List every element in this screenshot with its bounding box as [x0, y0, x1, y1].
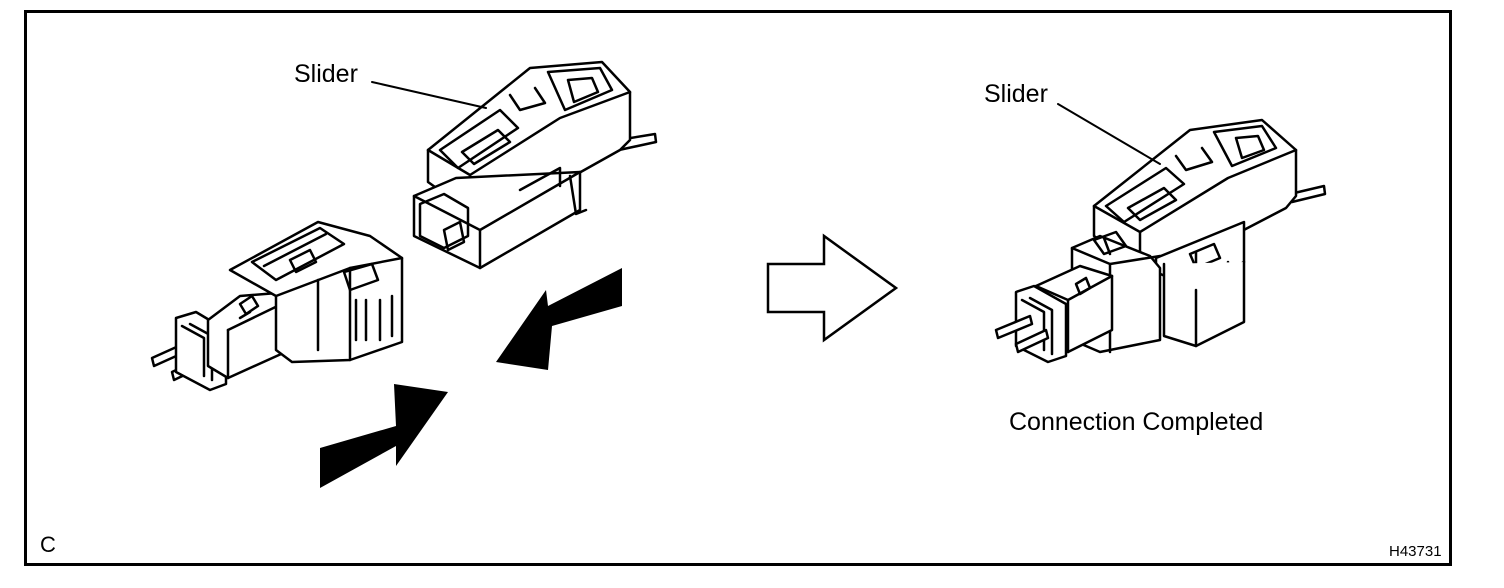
figure-code: H43731 — [1389, 543, 1442, 560]
assembled-connector — [994, 118, 1327, 364]
slider-leader-line-right — [1057, 103, 1161, 165]
slider-leader-line-left — [371, 81, 487, 109]
slider-label-left: Slider — [294, 60, 358, 88]
corner-letter: C — [40, 532, 56, 557]
push-arrow-icon — [320, 384, 448, 488]
slider-label-right: Slider — [984, 80, 1048, 108]
female-connector — [412, 60, 658, 270]
connection-completed-caption: Connection Completed — [1009, 408, 1264, 436]
result-arrow-icon — [766, 233, 899, 343]
male-connector — [150, 220, 404, 392]
push-arrow-icon — [496, 268, 622, 370]
